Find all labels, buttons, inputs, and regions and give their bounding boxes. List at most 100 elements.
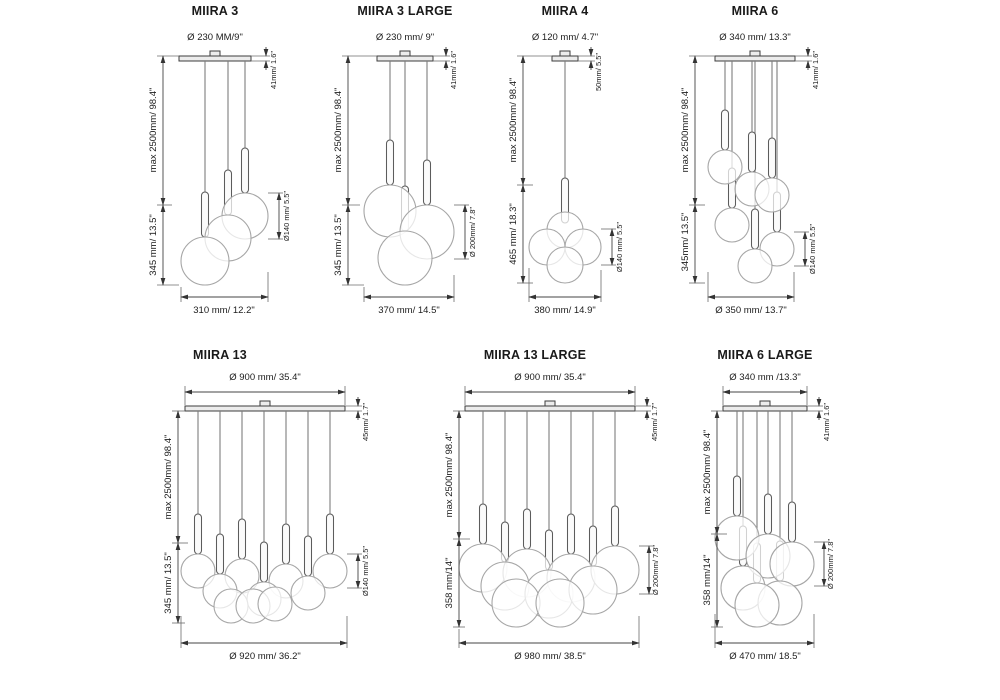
- bottom-width-dimension: Ø 350 mm/ 13.7": [707, 272, 795, 316]
- canopy: [178, 50, 252, 62]
- stem: [610, 505, 620, 547]
- height-dimensions: max 2500mm/ 98.4" 358 mm/14": [444, 410, 470, 628]
- top-diameter-label: Ø 230 MM/9": [187, 32, 243, 43]
- canopy-stub: [559, 50, 571, 57]
- canopy-height-label: 41mm/ 1.6": [269, 51, 278, 89]
- bottom-width-label: 310 mm/ 12.2": [193, 305, 254, 316]
- globe-diameter-dimension: Ø140 mm/ 5.5": [601, 222, 624, 273]
- max-drop-label: max 2500mm/ 98.4": [508, 78, 519, 163]
- canopy: [184, 400, 346, 412]
- canopy-bar: [714, 55, 796, 62]
- stem: [385, 139, 395, 186]
- bottom-width-label: 380 mm/ 14.9": [534, 305, 595, 316]
- canopy: [722, 400, 808, 412]
- canopy-height-dimension: 41mm/ 1.6": [807, 397, 831, 441]
- canopy-bar: [178, 55, 252, 62]
- panel-title: MIIRA 6: [731, 4, 779, 18]
- canopy-height-dimension: 45mm/ 1.7": [635, 397, 659, 441]
- panel-title: MIIRA 3: [191, 4, 239, 18]
- height-dimensions: max 2500mm/ 98.4" 345 mm/ 13.5": [148, 55, 179, 286]
- miira-4-diagram: Ø 120 mm/ 4.7" 50mm/ 5.5": [508, 32, 624, 316]
- globe-diameter-dimension: Ø 200mm/ 7.8": [814, 539, 835, 590]
- globe-diameter-dimension: Ø140 mm/ 5.5": [794, 224, 817, 275]
- miira-3-diagram: Ø 230 MM/9" 41mm/ 1.6": [148, 32, 291, 316]
- canopy-height-label: 45mm/ 1.7": [361, 403, 370, 441]
- height-dimensions: max 2500mm/ 98.4" 465 mm/ 18.3": [508, 55, 552, 284]
- panel-title: MIIRA 13 LARGE: [483, 348, 587, 362]
- canopy-height-label: 45mm/ 1.7": [650, 403, 659, 441]
- canopy-stub: [759, 400, 771, 407]
- globe-diameter-dimension: Ø 200mm/ 7.8": [639, 545, 660, 595]
- height-dimensions: max 2500mm/ 98.4" 345mm/ 13.5": [680, 55, 715, 284]
- panel-miira-3-large: MIIRA 3 LARGE Ø 230 mm/ 9": [320, 4, 490, 320]
- bottom-width-dimension: 380 mm/ 14.9": [528, 268, 602, 316]
- fixture-height-label: 345 mm/ 13.5": [163, 552, 174, 613]
- panel-title: MIIRA 3 LARGE: [357, 4, 453, 18]
- bottom-width-dimension: 310 mm/ 12.2": [180, 272, 269, 316]
- panel-title: MIIRA 6 LARGE: [717, 348, 813, 362]
- bottom-width-label: Ø 980 mm/ 38.5": [514, 651, 586, 662]
- panel-title: MIIRA 4: [541, 4, 589, 18]
- globe-diameter-label: Ø140 mm/ 5.5": [282, 191, 291, 242]
- panel-title: MIIRA 13: [193, 348, 247, 362]
- canopy: [376, 50, 434, 62]
- stem: [750, 208, 760, 250]
- stem: [237, 518, 247, 560]
- max-drop-label: max 2500mm/ 98.4": [163, 435, 174, 520]
- globe: [707, 149, 743, 185]
- canopy-height-dimension: 41mm/ 1.6": [251, 47, 278, 89]
- canopy: [464, 400, 636, 412]
- globe-diameter-label: Ø140 mm/ 5.5": [808, 224, 817, 275]
- canopy-stub: [749, 50, 761, 57]
- stem: [747, 131, 757, 173]
- top-diameter-label: Ø 340 mm /13.3": [729, 372, 801, 383]
- globe: [257, 586, 293, 622]
- panel-miira-6: MIIRA 6 Ø 340 mm/ 13.3": [655, 4, 855, 320]
- stem: [325, 513, 335, 555]
- miira-13-diagram: Ø 900 mm/ 35.4": [163, 372, 370, 662]
- stem: [767, 137, 777, 179]
- max-drop-label: max 2500mm/ 98.4": [680, 88, 691, 173]
- canopy-height-label: 41mm/ 1.6": [449, 51, 458, 89]
- canopy-height-label: 41mm/ 1.6": [811, 51, 820, 89]
- top-diameter-label: Ø 230 mm/ 9": [376, 32, 434, 43]
- stem: [522, 508, 532, 550]
- canopy-height-dimension: 41mm/ 1.6": [433, 47, 458, 89]
- top-diameter-label: Ø 340 mm/ 13.3": [719, 32, 791, 43]
- bottom-width-dimension: Ø 920 mm/ 36.2": [180, 616, 348, 662]
- globe: [734, 582, 780, 628]
- miira-3-large-diagram: Ø 230 mm/ 9" 41mm/ 1.6: [333, 32, 477, 316]
- max-drop-label: max 2500mm/ 98.4": [148, 88, 159, 173]
- canopy-bar: [464, 405, 636, 412]
- miira-13-large-diagram: Ø 900 mm/ 35.4": [444, 372, 660, 662]
- globe-diameter-label: Ø 200mm/ 7.8": [468, 207, 477, 258]
- pendants: [707, 61, 795, 284]
- globe: [714, 207, 750, 243]
- bottom-width-label: 370 mm/ 14.5": [378, 305, 439, 316]
- globe: [754, 177, 790, 213]
- globe: [491, 578, 541, 628]
- stem: [422, 159, 432, 206]
- miira-6-diagram: Ø 340 mm/ 13.3": [680, 32, 820, 316]
- globe-diameter-label: Ø 200mm/ 7.8": [826, 539, 835, 590]
- canopy-bar: [551, 55, 579, 62]
- height-dimensions: max 2500mm/ 98.4" 345 mm/ 13.5": [163, 410, 188, 624]
- canopy: [714, 50, 796, 62]
- canopy-height-dimension: 45mm/ 1.7": [345, 397, 370, 441]
- max-drop-label: max 2500mm/ 98.4": [333, 88, 344, 173]
- stem: [787, 501, 797, 543]
- pendants: [363, 61, 455, 286]
- miira-6-large-diagram: Ø 340 mm /13.3": [702, 372, 835, 662]
- top-diameter-dimension: [722, 386, 808, 405]
- max-drop-label: max 2500mm/ 98.4": [702, 430, 713, 515]
- bottom-width-label: Ø 470 mm/ 18.5": [729, 651, 801, 662]
- stem: [478, 503, 488, 545]
- canopy: [551, 50, 579, 62]
- globe-diameter-dimension: Ø 200mm/ 7.8": [454, 204, 477, 260]
- stem: [720, 109, 730, 151]
- stem: [193, 513, 203, 555]
- top-diameter-label: Ø 900 mm/ 35.4": [229, 372, 301, 383]
- globe: [546, 246, 584, 284]
- globe-diameter-label: Ø140 mm/ 5.5": [615, 222, 624, 273]
